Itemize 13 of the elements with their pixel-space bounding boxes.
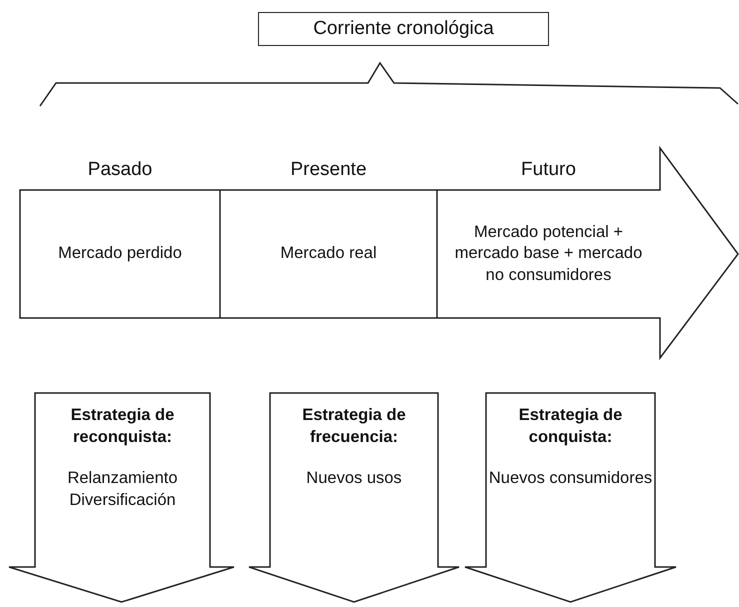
period-label: Pasado [86,158,154,182]
market-label: Mercado potencial + mercado base + mercado no consumidores [454,222,644,286]
strategy-heading: Estrategia de reconquista: [70,405,176,448]
strategy-text: Relanzamiento Diversificación [66,468,179,511]
market-label: Mercado perdido [58,243,182,264]
strategy-text: Nuevos usos [306,468,402,489]
strategy-text: Nuevos consumidores [488,468,652,489]
strategy-heading: Estrategia de frecuencia: [301,405,407,448]
period-label: Presente [289,158,368,182]
title-box: Corriente cronológica [258,12,549,46]
period-label: Futuro [520,158,577,182]
market-label: Mercado real [280,243,377,264]
strategy-heading: Estrategia de conquista: [518,405,624,448]
